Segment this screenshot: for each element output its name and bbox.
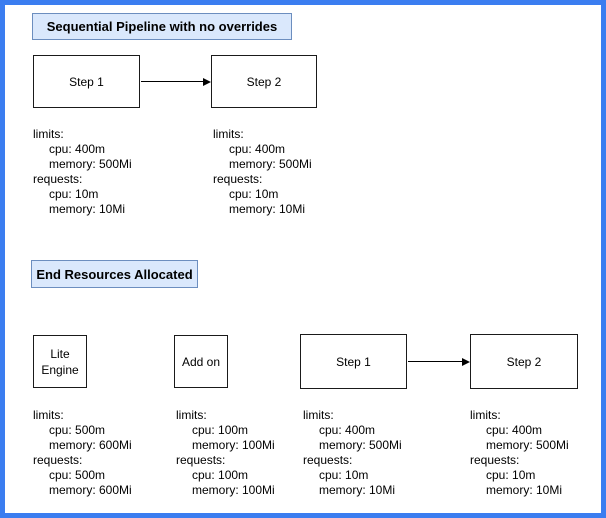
- requests-cpu: cpu: 100m: [192, 468, 249, 482]
- requests-memory: memory: 600Mi: [49, 483, 132, 497]
- requests-cpu: cpu: 10m: [486, 468, 536, 482]
- node-step2-bottom: Step 2: [470, 334, 578, 389]
- limits-memory: memory: 600Mi: [49, 438, 132, 452]
- limits-label: limits:: [213, 127, 244, 141]
- limits-label: limits:: [303, 408, 334, 422]
- limits-cpu: cpu: 400m: [229, 142, 286, 156]
- requests-memory: memory: 10Mi: [229, 202, 306, 216]
- resource-block-step1-bottom: limits: cpu: 400m memory: 500Mi requests…: [303, 408, 402, 498]
- node-label: Lite Engine: [41, 346, 79, 377]
- node-lite-engine: Lite Engine: [33, 335, 87, 388]
- limits-label: limits:: [33, 408, 64, 422]
- limits-cpu: cpu: 400m: [486, 423, 543, 437]
- resource-block-step1-top: limits: cpu: 400m memory: 500Mi requests…: [33, 127, 132, 217]
- node-step1-bottom: Step 1: [300, 334, 407, 389]
- limits-memory: memory: 500Mi: [319, 438, 402, 452]
- node-step2-top: Step 2: [211, 55, 317, 108]
- section-title-label: End Resources Allocated: [36, 266, 193, 282]
- resource-block-step2-top: limits: cpu: 400m memory: 500Mi requests…: [213, 127, 312, 217]
- limits-cpu: cpu: 100m: [192, 423, 249, 437]
- requests-label: requests:: [470, 453, 520, 467]
- requests-label: requests:: [213, 172, 263, 186]
- limits-label: limits:: [33, 127, 64, 141]
- arrowhead-icon: [203, 77, 211, 86]
- limits-memory: memory: 500Mi: [486, 438, 569, 452]
- section-title-sequential-pipeline: Sequential Pipeline with no overrides: [32, 13, 292, 40]
- requests-label: requests:: [176, 453, 226, 467]
- node-add-on: Add on: [174, 335, 228, 388]
- limits-memory: memory: 100Mi: [192, 438, 275, 452]
- node-step1-top: Step 1: [33, 55, 140, 108]
- resource-block-add-on: limits: cpu: 100m memory: 100Mi requests…: [176, 408, 275, 498]
- limits-memory: memory: 500Mi: [229, 157, 312, 171]
- requests-label: requests:: [303, 453, 353, 467]
- arrow-step1-to-step2-bottom: [408, 357, 470, 366]
- node-label: Step 1: [336, 354, 371, 369]
- requests-memory: memory: 10Mi: [486, 483, 563, 497]
- section-title-label: Sequential Pipeline with no overrides: [46, 19, 278, 34]
- requests-cpu: cpu: 10m: [49, 187, 99, 201]
- arrow-step1-to-step2-top: [141, 77, 211, 86]
- node-label: Step 2: [246, 74, 282, 89]
- section-title-end-resources: End Resources Allocated: [31, 260, 198, 288]
- requests-memory: memory: 100Mi: [192, 483, 275, 497]
- requests-label: requests:: [33, 172, 83, 186]
- resource-block-step2-bottom: limits: cpu: 400m memory: 500Mi requests…: [470, 408, 569, 498]
- node-label: Step 1: [69, 74, 104, 89]
- requests-cpu: cpu: 500m: [49, 468, 106, 482]
- requests-memory: memory: 10Mi: [319, 483, 396, 497]
- limits-cpu: cpu: 400m: [319, 423, 376, 437]
- node-label: Step 2: [506, 354, 542, 369]
- requests-memory: memory: 10Mi: [49, 202, 126, 216]
- requests-cpu: cpu: 10m: [319, 468, 369, 482]
- limits-label: limits:: [176, 408, 207, 422]
- resource-block-lite-engine: limits: cpu: 500m memory: 600Mi requests…: [33, 408, 132, 498]
- limits-cpu: cpu: 500m: [49, 423, 106, 437]
- node-label: Add on: [181, 354, 221, 369]
- requests-label: requests:: [33, 453, 83, 467]
- arrowhead-icon: [462, 357, 470, 366]
- limits-label: limits:: [470, 408, 501, 422]
- limits-memory: memory: 500Mi: [49, 157, 132, 171]
- requests-cpu: cpu: 10m: [229, 187, 279, 201]
- limits-cpu: cpu: 400m: [49, 142, 106, 156]
